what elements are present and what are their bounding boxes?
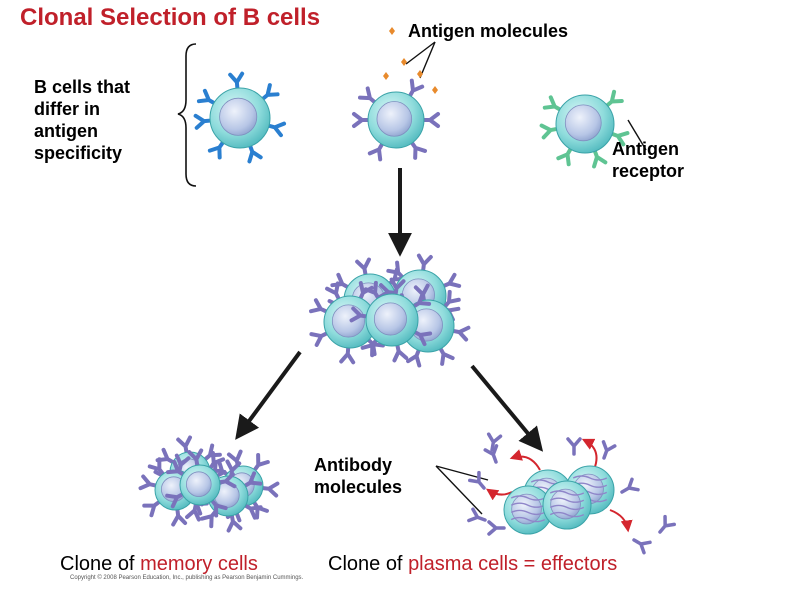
antigen-molecule	[389, 27, 395, 35]
endoplasmic-reticulum	[510, 509, 546, 516]
antigen-receptor-label-line: receptor	[612, 161, 685, 181]
antibody-molecule	[467, 507, 487, 523]
plasma-cell	[542, 480, 592, 530]
secretion-arrow-1	[509, 449, 541, 471]
cell-nucleus	[511, 493, 542, 525]
antigen-molecule	[401, 58, 407, 66]
antigen-molecule	[417, 70, 423, 78]
cell-nucleus	[373, 302, 407, 336]
antibody-molecule	[632, 538, 652, 555]
b-cell-green	[539, 89, 630, 169]
endoplasmic-reticulum	[510, 495, 546, 501]
secretion-arrow-2	[486, 488, 513, 501]
antibody-molecule	[487, 520, 506, 536]
plasma-caption-prefix: Clone of	[328, 553, 409, 575]
cell-nucleus	[564, 104, 602, 142]
antigen-molecules-label: Antigen molecules	[408, 21, 569, 41]
antibody-molecule	[486, 432, 503, 452]
endoplasmic-reticulum	[510, 516, 546, 523]
antibody-molecule	[468, 470, 486, 490]
antibody-molecules-label-line: Antibody	[314, 455, 392, 475]
b-cell-blue	[193, 71, 287, 164]
memory-cell	[165, 448, 237, 522]
secretion-arrow-4	[609, 509, 633, 533]
proliferating-cell	[349, 277, 433, 363]
antigen-molecule	[383, 72, 389, 80]
copyright-notice: Copyright © 2008 Pearson Education, Inc.…	[70, 575, 304, 581]
memory-arrow	[235, 350, 302, 440]
antibody-molecules-label: Antibody molecules	[314, 454, 402, 498]
plasma-cell	[503, 485, 553, 535]
cell-nucleus	[550, 488, 581, 520]
antigen-receptor-label-line: Antigen	[612, 139, 679, 159]
antibody-molecule	[620, 477, 640, 494]
b-cell-purple-selected	[352, 78, 440, 162]
antibody-molecule	[658, 514, 676, 534]
memory-caption-highlight: memory cells	[140, 553, 258, 575]
cells-layer	[138, 27, 676, 555]
endoplasmic-reticulum	[510, 502, 546, 508]
cell-nucleus	[219, 97, 258, 136]
cell-nucleus	[186, 471, 212, 498]
receptor-pointer	[627, 119, 647, 151]
grouping-bracket	[177, 43, 197, 187]
b-cells-label-line: antigen	[34, 121, 99, 141]
b-cells-label: B cells that differ in antigen specifici…	[34, 76, 130, 164]
antibody-molecule	[601, 440, 617, 460]
antibody-pointer-2	[435, 465, 483, 515]
endoplasmic-reticulum	[549, 511, 585, 518]
b-cells-label-line: differ in	[34, 99, 100, 119]
cell-nucleus	[376, 101, 413, 137]
plasma-arrow	[470, 364, 544, 452]
b-cells-label-line: specificity	[34, 143, 123, 163]
memory-caption-prefix: Clone of	[60, 553, 141, 575]
endoplasmic-reticulum	[572, 475, 608, 481]
antigen-pointer-2	[419, 41, 436, 79]
antigen-molecule	[432, 86, 438, 94]
endoplasmic-reticulum	[549, 497, 585, 503]
cell-nucleus	[331, 304, 365, 338]
antigen-pointer-1	[405, 41, 436, 65]
antibody-molecule	[566, 437, 582, 456]
b-cells-label-line: B cells that	[34, 77, 131, 97]
diagram-title: Clonal Selection of B cells	[20, 4, 321, 31]
plasma-cells-caption: Clone of plasma cells = effectors	[328, 553, 617, 576]
endoplasmic-reticulum	[549, 490, 585, 496]
plasma-caption-highlight: plasma cells = effectors	[408, 553, 618, 575]
endoplasmic-reticulum	[549, 504, 585, 511]
antibody-molecule	[483, 444, 499, 464]
antigen-receptor-label: Antigen receptor	[612, 138, 684, 182]
memory-cells-caption: Clone of memory cells	[60, 553, 258, 576]
antibody-molecules-label-line: molecules	[314, 477, 403, 497]
